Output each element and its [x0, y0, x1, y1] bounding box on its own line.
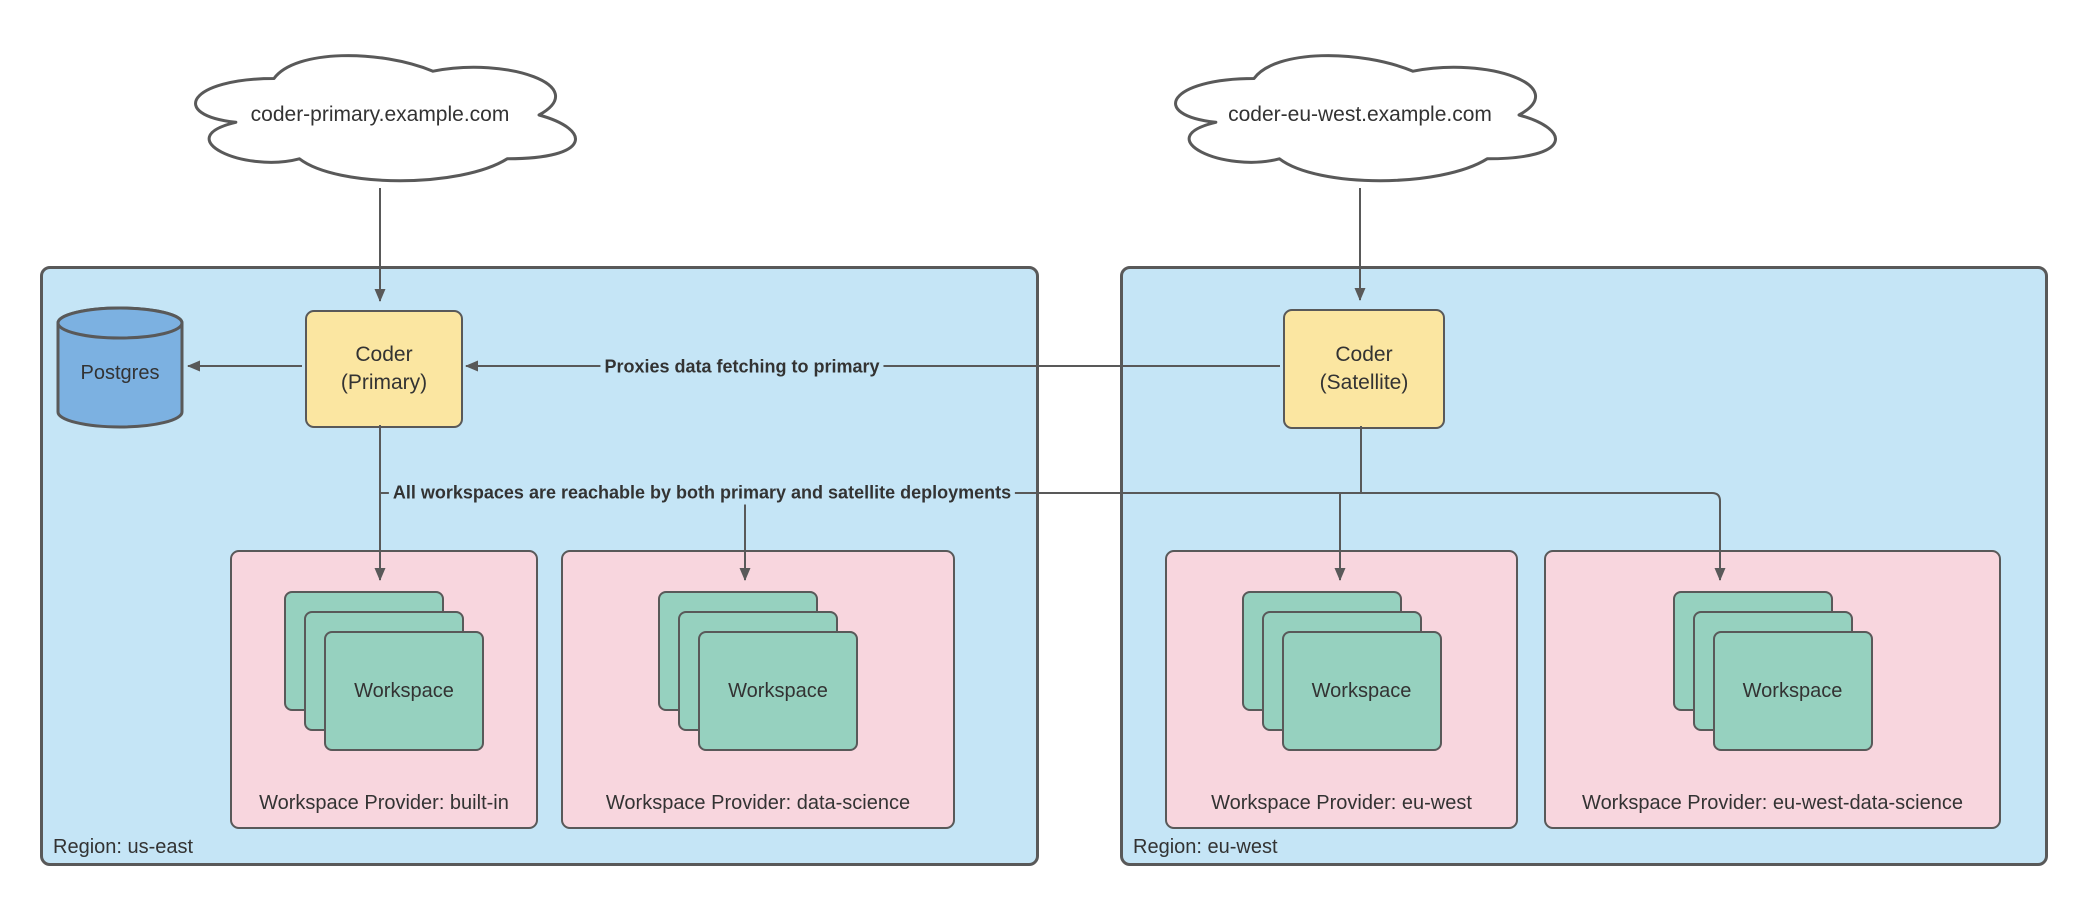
- region-label: Region: us-east: [53, 836, 194, 858]
- provider-label: Workspace Provider: built-in: [259, 792, 509, 814]
- workspace-stack: Workspace: [284, 591, 484, 751]
- edge-label-workspaces: All workspaces are reachable by both pri…: [388, 481, 1016, 505]
- coder-satellite-node: Coder (Satellite): [1283, 309, 1445, 429]
- region-eu-west: Region: eu-west Coder (Satellite) Worksp…: [1120, 266, 2048, 866]
- provider-label: Workspace Provider: data-science: [605, 792, 911, 814]
- workspace-card: Workspace: [1281, 631, 1442, 751]
- coder-primary-subtitle: (Primary): [340, 371, 428, 394]
- cloud-primary-label: coder-primary.example.com: [250, 103, 510, 126]
- coder-primary-node: Coder (Primary): [305, 310, 463, 428]
- workspace-provider-eu-west-data-science: Workspace Workspace Provider: eu-west-da…: [1544, 550, 2001, 829]
- workspace-label: Workspace: [1742, 679, 1843, 702]
- edge-label-proxy: Proxies data fetching to primary: [600, 355, 884, 379]
- coder-satellite-title: Coder: [1335, 342, 1393, 366]
- workspace-card: Workspace: [1712, 631, 1873, 751]
- workspace-provider-data-science: Workspace Workspace Provider: data-scien…: [561, 550, 955, 829]
- region-label: Region: eu-west: [1133, 836, 1278, 858]
- workspace-provider-eu-west: Workspace Workspace Provider: eu-west: [1165, 550, 1518, 829]
- workspace-stack: Workspace: [658, 591, 858, 751]
- workspace-card: Workspace: [698, 631, 858, 751]
- region-us-east: Region: us-east Coder (Primary) Workspac…: [40, 266, 1039, 866]
- workspace-card: Workspace: [324, 631, 484, 751]
- provider-label: Workspace Provider: eu-west-data-science: [1582, 792, 1963, 814]
- provider-label: Workspace Provider: eu-west: [1211, 792, 1472, 814]
- database-label: Postgres: [80, 362, 160, 384]
- coder-primary-title: Coder: [355, 342, 413, 366]
- cloud-eu-west-label: coder-eu-west.example.com: [1228, 103, 1492, 126]
- workspace-stack: Workspace: [1241, 591, 1442, 751]
- workspace-stack: Workspace: [1672, 591, 1873, 751]
- workspace-label: Workspace: [354, 679, 454, 702]
- coder-satellite-subtitle: (Satellite): [1319, 371, 1409, 394]
- workspace-label: Workspace: [1311, 679, 1412, 702]
- workspace-provider-built-in: Workspace Workspace Provider: built-in: [230, 550, 538, 829]
- workspace-label: Workspace: [728, 679, 828, 702]
